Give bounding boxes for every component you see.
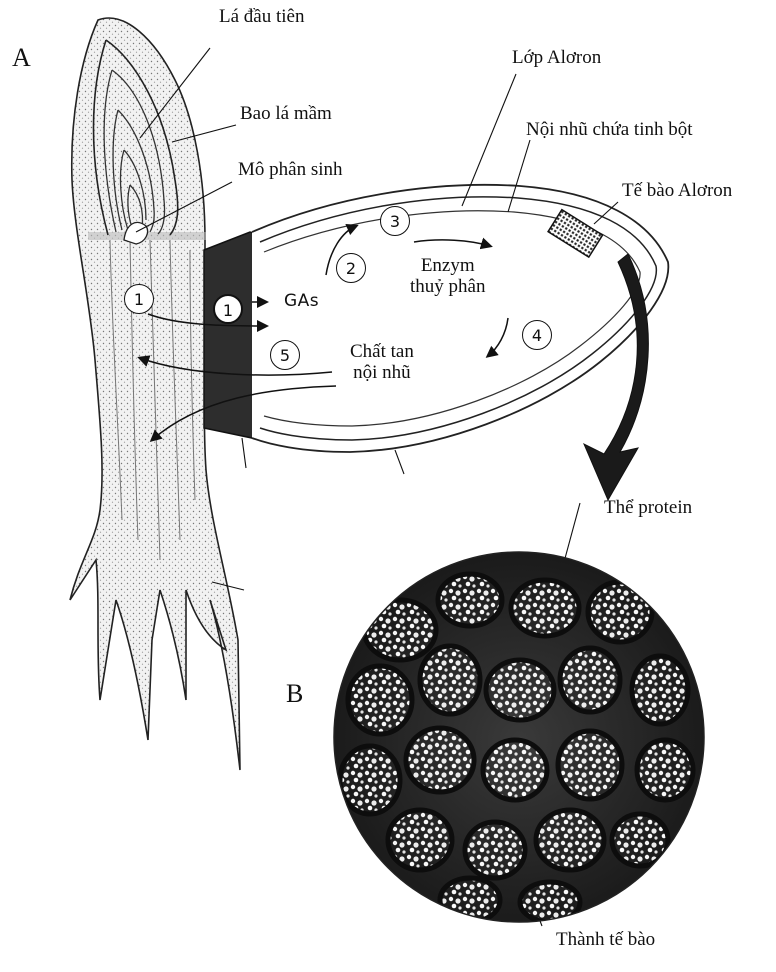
step-circle-1-embryo: 1 xyxy=(124,284,154,314)
grain xyxy=(252,185,668,452)
meristem-label: Mô phân sinh xyxy=(238,160,343,181)
step-circle-3: 3 xyxy=(380,206,410,236)
aleurone-layer-label: Lớp Alơron xyxy=(512,48,601,69)
first-leaf-label: Lá đầu tiên xyxy=(219,7,304,28)
step-circle-1-scutellum: 1 xyxy=(213,294,243,324)
step-circle-2: 2 xyxy=(336,253,366,283)
hydrolytic-enzymes-line2: thuỷ phân xyxy=(410,277,485,298)
step-circle-5: 5 xyxy=(270,340,300,370)
hydrolytic-enzymes-line1: Enzym xyxy=(410,256,485,277)
endosperm-solutes-label: Chất tan nội nhũ xyxy=(350,342,414,384)
hydrolytic-enzymes-label: Enzym thuỷ phân xyxy=(410,256,485,298)
cell-wall-label: Thành tế bào xyxy=(556,930,655,951)
endosperm-solutes-line2: nội nhũ xyxy=(350,363,414,384)
panel-a-label: A xyxy=(12,44,31,73)
gas-label: GAs xyxy=(284,292,319,311)
coleoptile-label: Bao lá mầm xyxy=(240,104,332,125)
starchy-endosperm-label: Nội nhũ chứa tinh bột xyxy=(526,120,693,141)
protein-body-label: Thể protein xyxy=(604,498,692,519)
grain-outer-coat xyxy=(252,185,668,452)
step-circle-4: 4 xyxy=(522,320,552,350)
tick-bottom-1 xyxy=(242,438,246,468)
tick-bottom-2 xyxy=(395,450,404,474)
panel-b-label: B xyxy=(286,680,303,709)
endosperm-solutes-line1: Chất tan xyxy=(350,342,414,363)
aleurone-cell-label: Tế bào Alơron xyxy=(622,181,732,202)
